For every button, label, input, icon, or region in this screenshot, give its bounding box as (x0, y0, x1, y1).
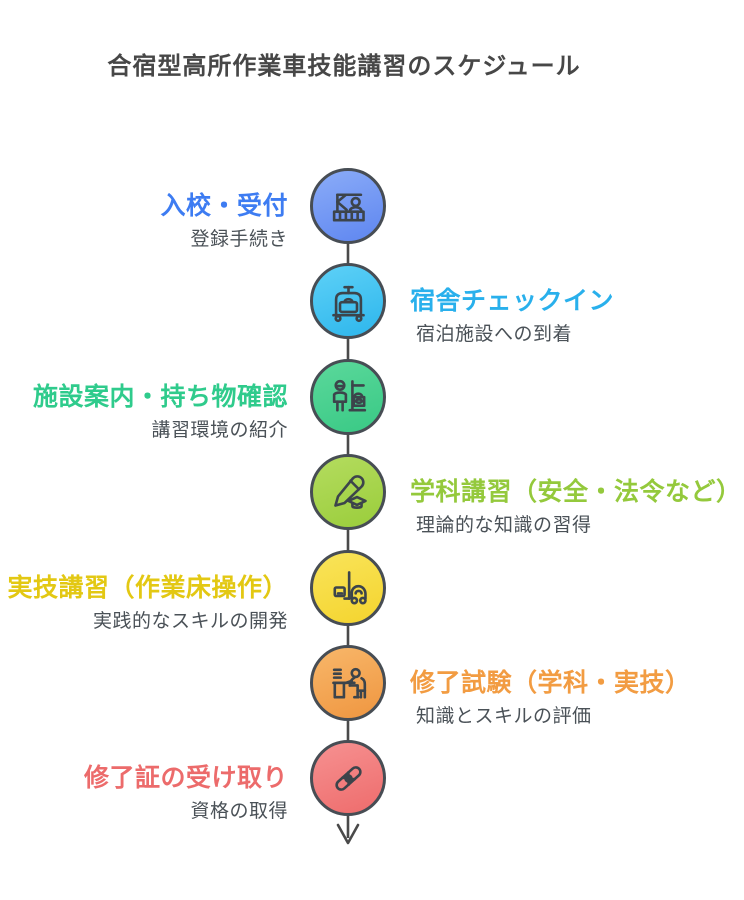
step-label: 修了証の受け取り (83, 764, 288, 793)
step-label: 施設案内・持ち物確認 (32, 382, 288, 411)
step-label: 入校・受付 (160, 192, 288, 220)
step-sublabel: 講習環境の紹介 (151, 419, 288, 441)
arrow-down-icon (336, 823, 360, 845)
step-label: 宿舎チェックイン (410, 287, 615, 316)
step-label: 修了試験（学科・実技） (410, 669, 691, 697)
step-sublabel: 理論的な知識の習得 (416, 515, 592, 537)
step-sublabel: 宿泊施設への到着 (416, 324, 573, 346)
step-label: 実技講習（作業床操作） (7, 573, 288, 602)
step-sublabel: 実践的なスキルの開発 (92, 610, 288, 632)
step-label: 学科講習（安全・法令など） (410, 478, 742, 507)
timeline-connector-line (336, 206, 360, 845)
page-title: 合宿型高所作業車技能講習のスケジュール (107, 53, 581, 80)
step-sublabel: 資格の取得 (190, 801, 288, 823)
step-sublabel: 知識とスキルの評価 (416, 706, 592, 727)
step-sublabel: 登録手続き (190, 229, 288, 250)
